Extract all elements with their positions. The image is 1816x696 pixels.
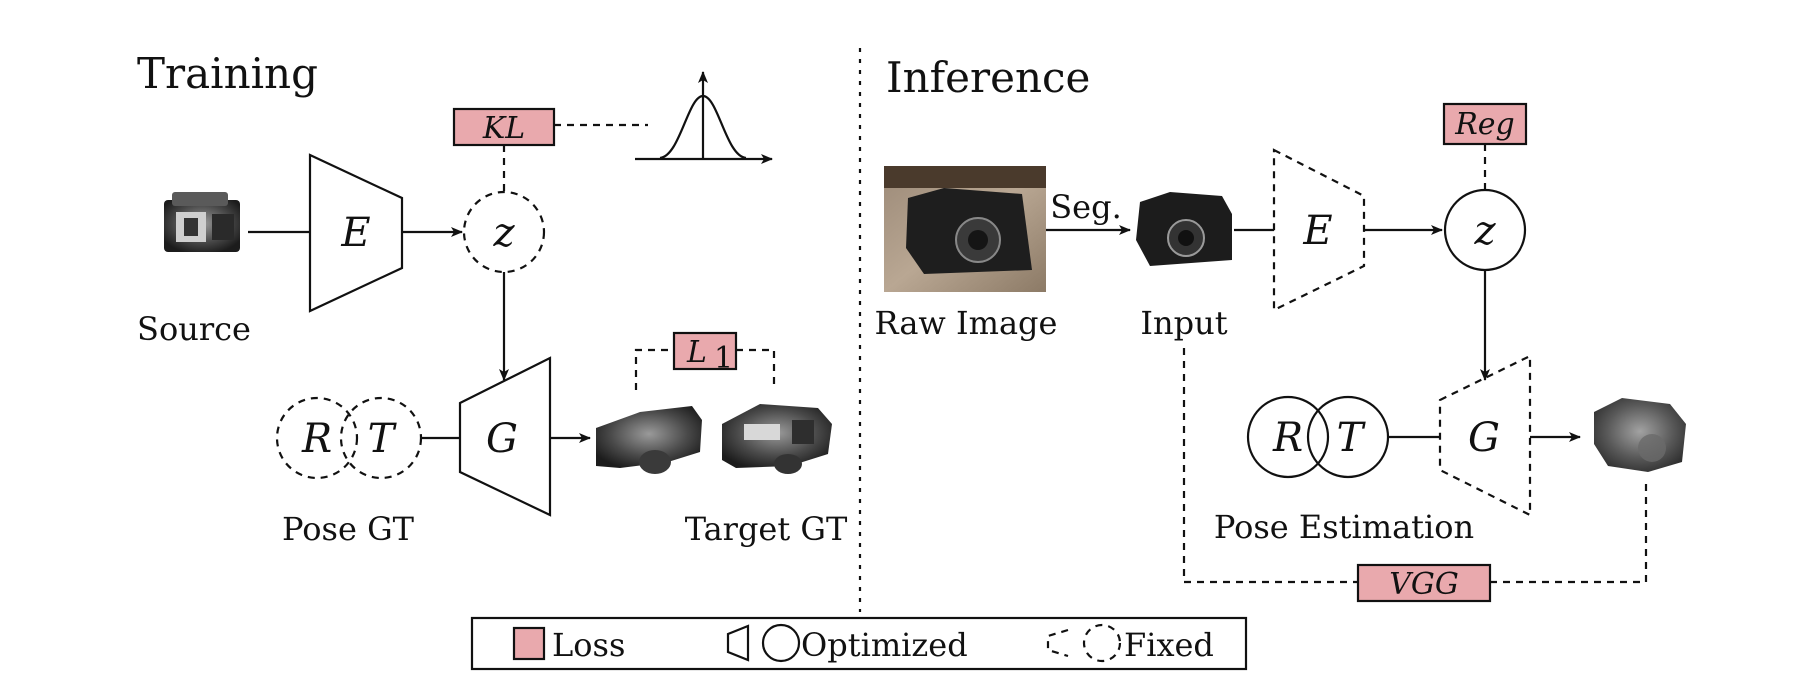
svg-text:KL: KL	[482, 111, 525, 146]
latent-z-training: z	[462, 190, 546, 274]
raw-image-label: Raw Image	[875, 304, 1058, 342]
segmented-input-image	[1136, 192, 1232, 266]
legend-optimized-label: Optimized	[801, 626, 968, 664]
source-label: Source	[137, 310, 251, 348]
svg-text:G: G	[486, 416, 518, 462]
svg-text:G: G	[1468, 415, 1500, 461]
rendered-inference-output	[1594, 398, 1686, 472]
pose-gt-rt: R T	[275, 396, 423, 480]
svg-text:z: z	[492, 210, 515, 256]
reg-loss-box: Reg	[1442, 102, 1528, 146]
seg-label: Seg.	[1050, 188, 1122, 226]
svg-text:R: R	[1272, 415, 1303, 461]
svg-text:Reg: Reg	[1454, 107, 1515, 142]
legend: Loss Optimized Fixed	[470, 616, 1248, 671]
latent-z-inference: z	[1443, 188, 1527, 272]
pose-estimation-label: Pose Estimation	[1214, 508, 1474, 546]
rendered-output-image	[596, 406, 702, 474]
encoder-training: E	[308, 153, 404, 313]
l1-loss-box: L 1	[672, 331, 738, 376]
svg-text:VGG: VGG	[1389, 567, 1459, 602]
input-label: Input	[1140, 304, 1227, 342]
legend-loss-label: Loss	[552, 626, 625, 664]
pose-estimation-rt: R T	[1246, 395, 1390, 479]
svg-text:T: T	[368, 416, 398, 462]
generator-inference: G	[1438, 354, 1532, 517]
vgg-loss-box: VGG	[1356, 563, 1492, 603]
encoder-inference: E	[1272, 148, 1366, 312]
raw-image	[884, 166, 1046, 292]
svg-text:T: T	[1337, 415, 1367, 461]
svg-text:E: E	[340, 210, 370, 256]
svg-text:R: R	[301, 416, 332, 462]
pose-gt-label: Pose GT	[282, 510, 415, 548]
training-title: Training	[137, 49, 318, 98]
svg-text:E: E	[1302, 208, 1332, 254]
kl-loss-box: KL	[452, 107, 556, 147]
legend-fixed-icon	[1046, 623, 1122, 663]
gaussian-prior-icon	[635, 71, 773, 164]
generator-training: G	[458, 356, 552, 517]
svg-text:z: z	[1473, 208, 1496, 254]
target-gt-label: Target GT	[685, 510, 848, 548]
legend-fixed-label: Fixed	[1124, 626, 1214, 664]
target-gt-image	[722, 404, 832, 474]
source-image	[164, 192, 240, 252]
inference-title: Inference	[886, 53, 1090, 102]
svg-text:L: L	[686, 335, 707, 370]
svg-text:1: 1	[714, 341, 733, 376]
legend-loss-swatch	[512, 626, 546, 661]
legend-optimized-icon	[726, 623, 801, 663]
